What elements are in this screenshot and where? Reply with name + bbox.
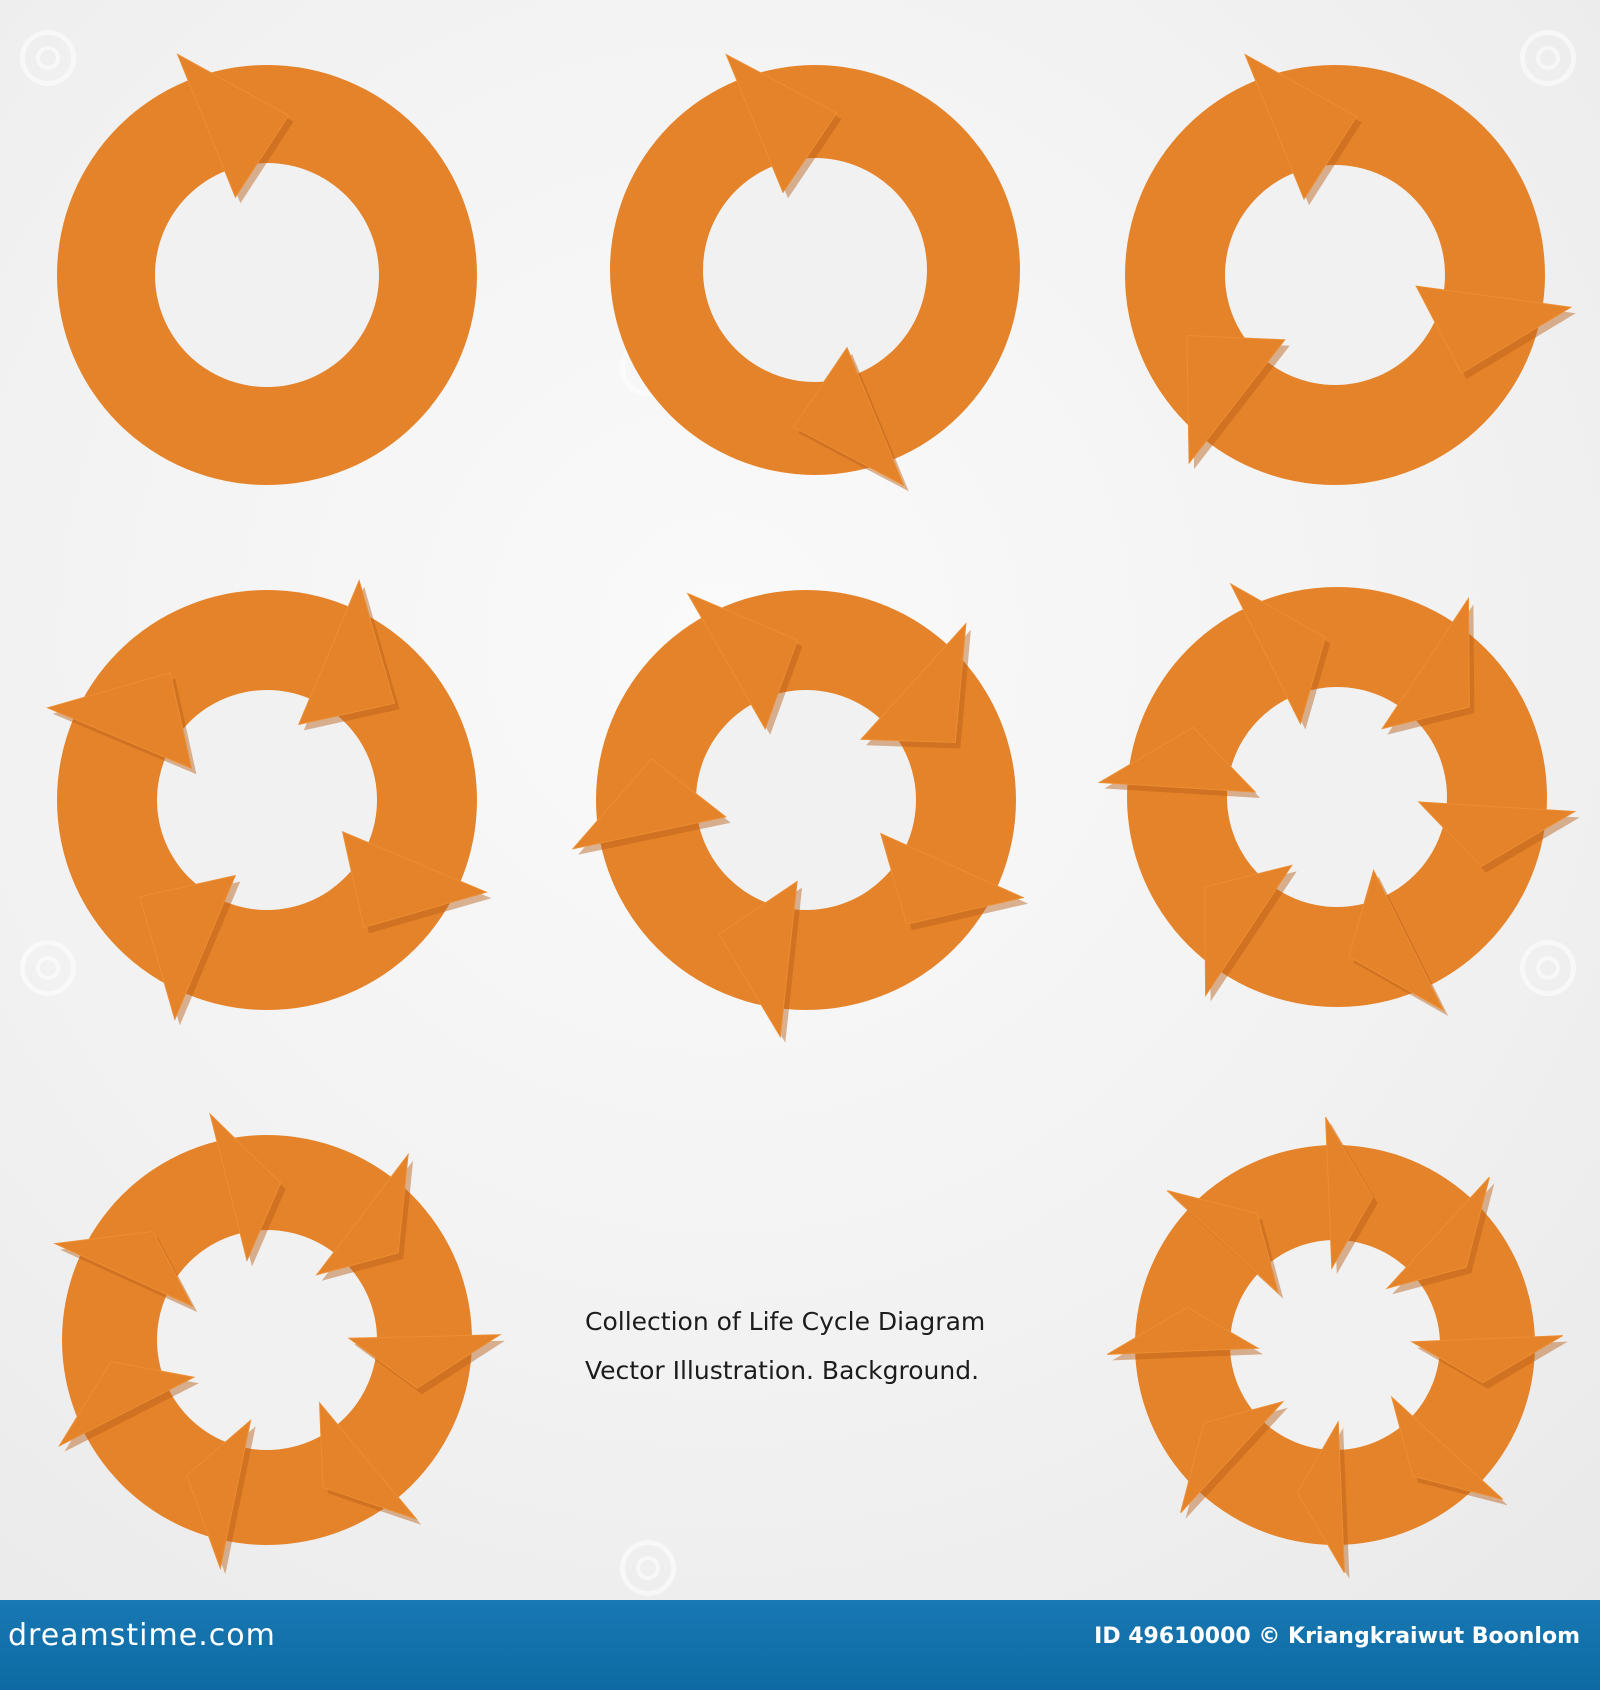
arrow-head-icon [315, 1152, 409, 1276]
cycle-1-arrow [57, 53, 477, 485]
cycle-6-arrows [1097, 582, 1580, 1016]
arrow-head-icon [1417, 801, 1577, 868]
arrow-head-icon [686, 592, 799, 730]
ring-hole [696, 690, 916, 910]
ring-hole [703, 158, 927, 382]
arrow-head-icon [1415, 285, 1573, 374]
caption-line-2: Vector Illustration. Background. [585, 1356, 980, 1385]
watermark-spiral-icon [1520, 940, 1576, 996]
arrow-head-icon [209, 1112, 282, 1263]
arrow-head-icon [1348, 869, 1445, 1012]
arrow-head-icon [725, 53, 838, 194]
image-credit: ID 49610000 © Kriangkraiwut Boonlom [1094, 1624, 1580, 1649]
ring-hole [1227, 687, 1447, 907]
arrow-head-icon [1244, 53, 1358, 201]
cycle-3-arrows [1125, 53, 1576, 485]
cycle-8-arrows [1106, 1116, 1568, 1579]
life-cycle-diagrams [46, 53, 1580, 1579]
arrow-head-icon [880, 832, 1025, 925]
arrow-head-icon [1186, 334, 1286, 465]
arrow-head-icon [1325, 1116, 1374, 1270]
arrow-head-icon [1390, 1395, 1504, 1500]
arrow-head-icon [1204, 864, 1293, 998]
arrow-head-icon [297, 579, 396, 726]
arrow-head-icon [186, 1418, 252, 1571]
arrow-head-icon [718, 880, 798, 1039]
arrow-head-icon [1097, 726, 1257, 793]
arrow-head-icon [571, 758, 727, 850]
ring-hole [157, 1230, 377, 1450]
arrow-head-icon [860, 622, 967, 744]
arrow-head-icon [1229, 582, 1326, 725]
watermark-spiral-icon [20, 30, 76, 86]
arrow-head-icon [1180, 1400, 1285, 1514]
arrow-head-icon [1381, 596, 1470, 730]
arrow-head-icon [319, 1401, 418, 1520]
arrow-head-icon [347, 1334, 502, 1389]
arrow-head-icon [1106, 1306, 1260, 1355]
arrow-head-icon [1410, 1335, 1564, 1384]
arrow-head-icon [341, 830, 488, 929]
illustration-canvas: Collection of Life Cycle Diagram Vector … [0, 0, 1600, 1600]
cycle-2-arrows [610, 53, 1020, 492]
arrow-head-icon [792, 346, 905, 487]
ring-hole [155, 163, 379, 387]
ring-hole [1230, 1240, 1440, 1450]
ring-hole [157, 690, 377, 910]
cycle-5-arrows [571, 590, 1029, 1043]
watermark-spiral-icon [20, 940, 76, 996]
caption: Collection of Life Cycle Diagram Vector … [585, 1297, 1045, 1395]
arrow-head-icon [46, 671, 193, 770]
arrow-head-icon [138, 874, 237, 1021]
footer-bar: dreamstime.com ID 49610000 © Kriangkraiw… [0, 1600, 1600, 1690]
arrow-head-icon [1166, 1190, 1280, 1295]
arrow-head-icon [1296, 1420, 1345, 1574]
cycle-4-arrows [46, 579, 492, 1026]
watermark-spiral-icon [1520, 30, 1576, 86]
ring-hole [1225, 165, 1445, 385]
arrow-head-icon [58, 1361, 196, 1448]
site-logo[interactable]: dreamstime.com [8, 1618, 276, 1653]
arrow-head-icon [1385, 1176, 1490, 1290]
cycle-7-arrows [53, 1112, 505, 1575]
arrow-head-icon [176, 53, 290, 199]
arrow-head-icon [53, 1230, 194, 1308]
watermark-spiral-icon [620, 1540, 676, 1596]
caption-line-1: Collection of Life Cycle Diagram [585, 1307, 986, 1336]
